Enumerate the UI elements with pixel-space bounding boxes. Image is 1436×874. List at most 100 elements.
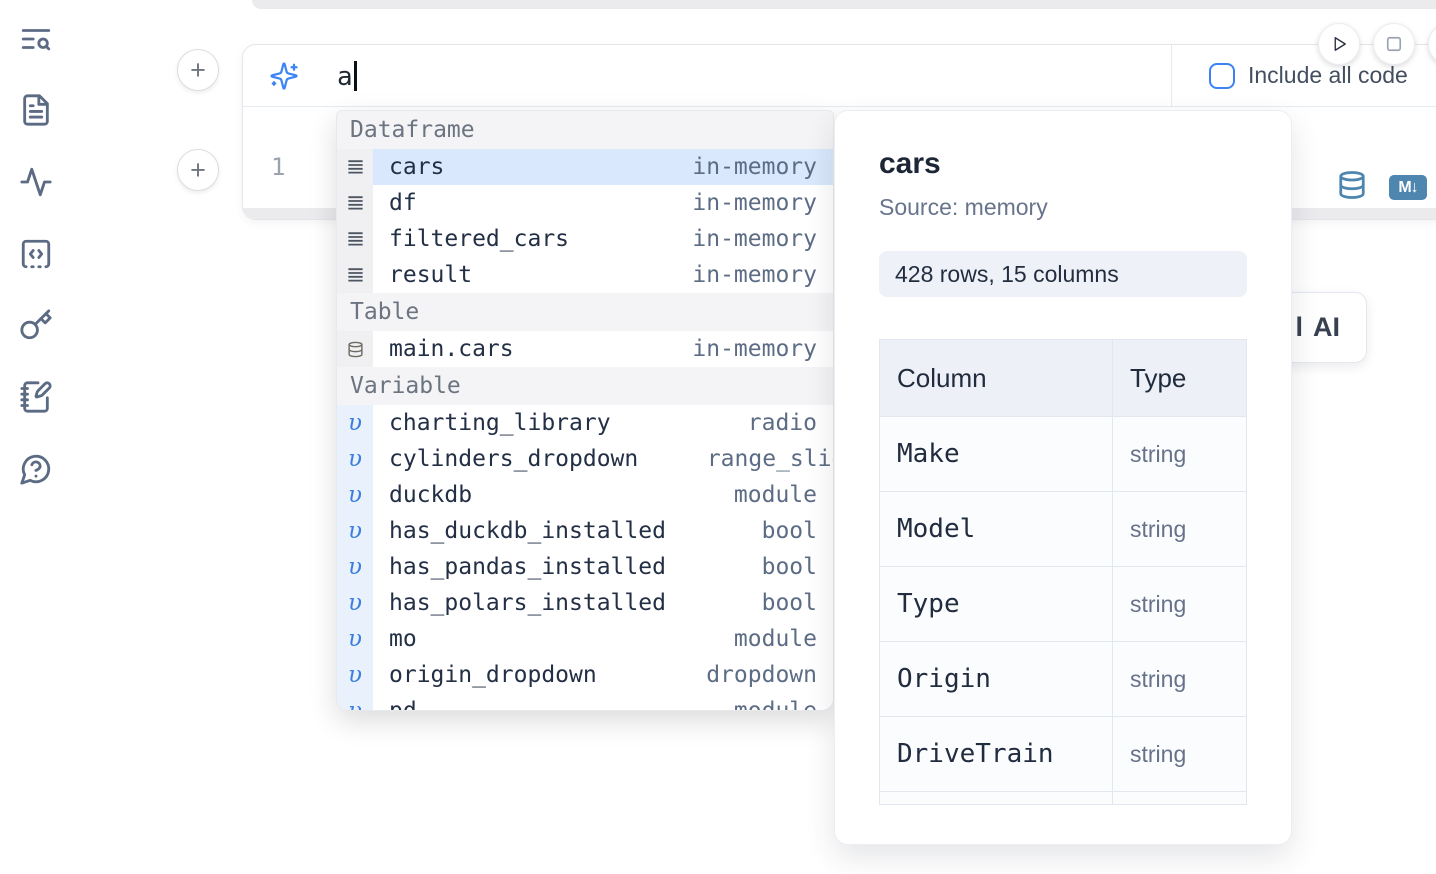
- markdown-icon[interactable]: M↓: [1389, 175, 1427, 200]
- schema-row-Make: Make string: [880, 416, 1246, 491]
- autocomplete-item-filtered_cars[interactable]: filtered_cars in-memory: [337, 221, 833, 257]
- item-name: has_pandas_installed: [389, 553, 666, 580]
- key-icon[interactable]: [19, 308, 53, 342]
- previous-cell-console-strip: [252, 0, 1436, 9]
- item-type: bool: [761, 517, 817, 544]
- ai-prompt-row[interactable]: a Include all code: [243, 45, 1436, 107]
- plus-icon: +: [190, 54, 206, 85]
- item-name: cars: [389, 153, 445, 180]
- schema-row-Origin: Origin string: [880, 641, 1246, 716]
- notebook-pen-icon[interactable]: [19, 380, 53, 414]
- autocomplete-item-has_pandas_installed[interactable]: υ has_pandas_installed bool: [337, 549, 833, 585]
- autocomplete-item-df[interactable]: df in-memory: [337, 185, 833, 221]
- item-name: charting_library: [389, 409, 611, 436]
- variable-icon: υ: [337, 621, 373, 657]
- text-cursor: [353, 60, 357, 91]
- autocomplete-item-pd[interactable]: υ pd module: [337, 693, 833, 711]
- item-name: pd: [389, 697, 417, 711]
- item-name: result: [389, 261, 473, 288]
- type-header: Type: [1130, 362, 1187, 393]
- item-name: df: [389, 189, 417, 216]
- schema-row-partial: [880, 791, 1246, 804]
- item-type: bool: [761, 553, 817, 580]
- text-search-icon[interactable]: [19, 22, 53, 56]
- ai-label: AI: [1313, 312, 1340, 342]
- schema-column-name: Origin: [880, 642, 1113, 716]
- activity-icon[interactable]: [19, 165, 53, 199]
- run-cell-button[interactable]: [1318, 23, 1360, 65]
- item-type: in-memory: [692, 189, 817, 216]
- schema-column-name: Model: [880, 492, 1113, 566]
- left-sidebar: [0, 0, 72, 874]
- variable-icon: υ: [337, 549, 373, 585]
- autocomplete-item-has_duckdb_installed[interactable]: υ has_duckdb_installed bool: [337, 513, 833, 549]
- variable-icon: υ: [337, 585, 373, 621]
- variable-icon: υ: [337, 693, 373, 710]
- sparkles-icon: [270, 61, 298, 90]
- item-name: filtered_cars: [389, 225, 570, 252]
- item-type: in-memory: [692, 261, 817, 288]
- stop-cell-button[interactable]: [1373, 23, 1415, 65]
- code-snippets-icon[interactable]: [19, 237, 53, 271]
- column-header: Column: [880, 340, 1113, 416]
- plus-icon: +: [190, 154, 206, 185]
- schema-column-type: string: [1130, 515, 1187, 542]
- dataframe-rows-icon: [337, 221, 373, 257]
- item-type: in-memory: [692, 225, 817, 252]
- schema-column-type: string: [1130, 440, 1187, 467]
- line-number: 1: [271, 153, 286, 181]
- item-name: mo: [389, 625, 417, 652]
- schema-column-name: Make: [880, 417, 1113, 491]
- item-type: bool: [761, 589, 817, 616]
- autocomplete-section-header: Table: [337, 293, 833, 331]
- partial-label: l: [1295, 312, 1303, 342]
- autocomplete-item-has_polars_installed[interactable]: υ has_polars_installed bool: [337, 585, 833, 621]
- include-all-code-checkbox[interactable]: [1209, 62, 1235, 89]
- schema-row-Model: Model string: [880, 491, 1246, 566]
- add-cell-above-button[interactable]: +: [177, 49, 219, 91]
- code-editor-row[interactable]: 1: [243, 107, 1436, 210]
- dataframe-rows-icon: [337, 257, 373, 293]
- schema-table-header-row: Column Type: [880, 340, 1246, 416]
- autocomplete-section-header: Variable: [337, 367, 833, 405]
- item-name: has_polars_installed: [389, 589, 666, 616]
- ai-prompt-input[interactable]: a: [337, 60, 357, 91]
- item-type: radio: [747, 409, 817, 436]
- autocomplete-item-result[interactable]: result in-memory: [337, 257, 833, 293]
- autocomplete-item-cars[interactable]: cars in-memory: [337, 149, 833, 185]
- database-icon[interactable]: [1337, 169, 1367, 201]
- item-name: duckdb: [389, 481, 473, 508]
- file-text-icon[interactable]: [19, 93, 53, 127]
- item-type: module: [733, 697, 817, 711]
- preview-title: cars: [879, 147, 941, 180]
- autocomplete-section-header: Dataframe: [337, 111, 833, 149]
- item-name: has_duckdb_installed: [389, 517, 666, 544]
- schema-column-type: string: [1130, 665, 1187, 692]
- add-cell-button[interactable]: +: [177, 149, 219, 191]
- help-circle-icon[interactable]: [19, 452, 53, 486]
- item-type: module: [733, 481, 817, 508]
- preview-source: Source: memory: [879, 194, 1048, 220]
- dataframe-rows-icon: [337, 185, 373, 221]
- item-type: range_slider: [706, 445, 833, 472]
- play-icon: [1334, 37, 1346, 51]
- item-type: module: [733, 625, 817, 652]
- square-icon: [1386, 36, 1402, 52]
- item-type: in-memory: [692, 153, 817, 180]
- preview-shape-badge: 428 rows, 15 columns: [879, 251, 1247, 297]
- variable-icon: υ: [337, 513, 373, 549]
- variable-icon: υ: [337, 657, 373, 693]
